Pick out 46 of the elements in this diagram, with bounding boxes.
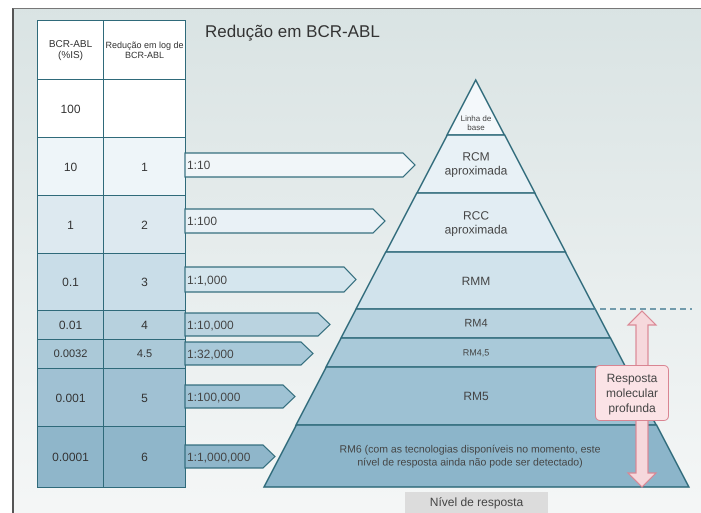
chevron-banner (185, 313, 330, 336)
chevron-banner (185, 342, 313, 365)
table-cell: 5 (103, 368, 186, 427)
table-cell: 1 (37, 195, 104, 254)
table-cell: 4.5 (103, 339, 186, 369)
ratio-label: 1:1,000 (187, 272, 228, 286)
level-label: RMM (460, 273, 492, 288)
ratio-label: 1:100 (187, 214, 218, 228)
level-label: Linha de base (460, 114, 492, 133)
chevron-banner (185, 209, 385, 233)
table-cell: 1 (103, 137, 186, 196)
ratio-label: 1:10 (187, 158, 210, 172)
chevron-banner (185, 445, 275, 468)
ratio-label: 1:10,000 (187, 318, 234, 332)
ratio-label: 1:1,000,000 (187, 450, 250, 464)
table-cell: 0.1 (37, 253, 104, 311)
table-cell: 0.0001 (37, 426, 104, 488)
chevron-banner (185, 153, 415, 177)
table-cell: 0.001 (37, 368, 104, 427)
table-cell: 0.01 (37, 310, 104, 340)
level-label: RM4,5 (462, 347, 490, 358)
table-cell: 10 (37, 137, 104, 196)
table-cell: 3 (103, 253, 186, 311)
ratio-label: 1:100,000 (187, 390, 240, 404)
table-cell: 0.0032 (37, 339, 104, 369)
table-cell: 6 (103, 426, 186, 488)
ratio-label: 1:32,000 (187, 346, 234, 360)
table-cell: 100 (37, 79, 104, 138)
chevron-banner (185, 385, 295, 408)
column-header: BCR-ABL (%IS) (37, 20, 104, 80)
callout-box: Resposta molecular profunda (595, 365, 669, 421)
level-caption: Nível de resposta (405, 492, 548, 513)
pyramid-level (417, 135, 535, 193)
level-label: RM5 (462, 388, 490, 404)
chevron-banner (185, 267, 356, 292)
level-label: RCM aproximada (444, 150, 508, 178)
pyramid-level (341, 309, 611, 338)
table-cell: 4 (103, 310, 186, 340)
level-label: RM6 (com as tecnologias disponíveis no momento, este nível de resposta ainda não pode ser detectado) (338, 443, 602, 469)
column-header: Redução em log de BCR-ABL (103, 20, 186, 80)
table-cell: 2 (103, 195, 186, 254)
diagram-title: Redução em BCR-ABL (205, 22, 381, 43)
pyramid-level (326, 338, 626, 367)
pyramid-level (386, 193, 566, 252)
level-label: RCC aproximada (444, 208, 508, 237)
level-label: RM4 (463, 316, 489, 330)
